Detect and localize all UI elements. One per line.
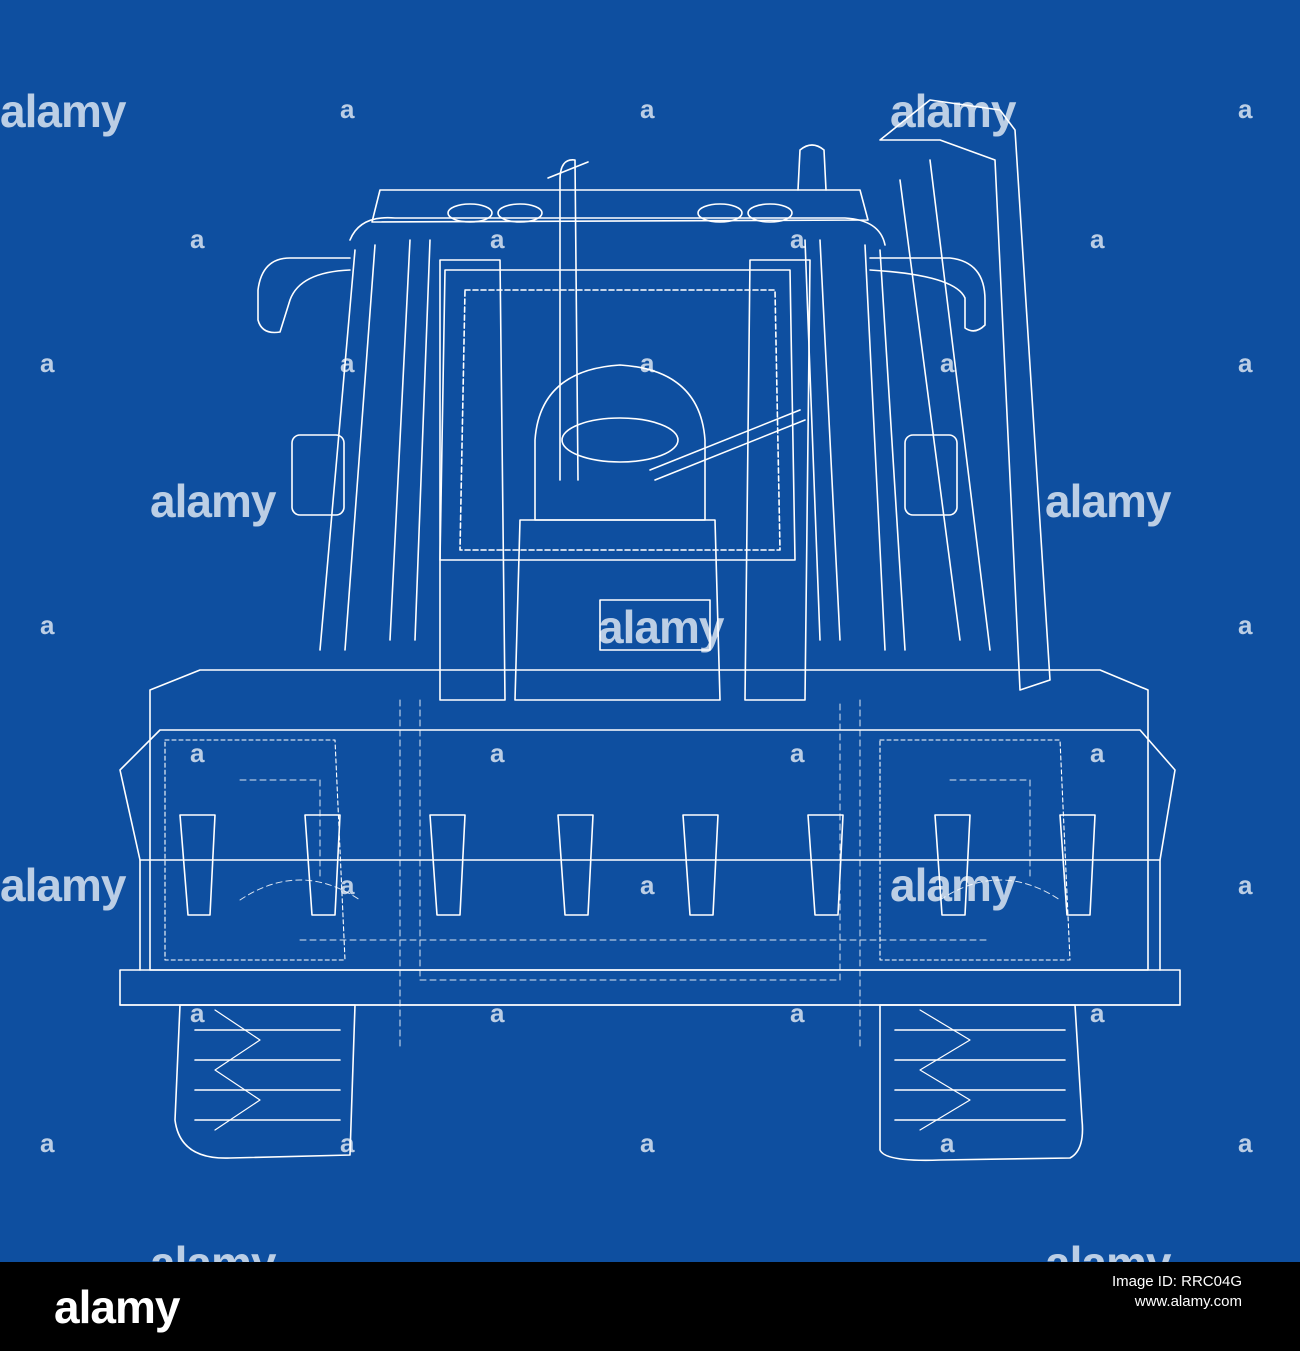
watermark-mark: a bbox=[940, 1128, 955, 1158]
watermark-mark: a bbox=[790, 738, 805, 768]
right-mirror bbox=[869, 257, 986, 332]
watermark-mark: a bbox=[640, 348, 655, 378]
left-mirror bbox=[257, 257, 351, 334]
watermark-mark: a bbox=[40, 610, 55, 640]
windshield bbox=[439, 269, 796, 561]
watermark-mark: a bbox=[340, 1128, 355, 1158]
cab-roof-rail bbox=[349, 216, 886, 246]
watermark-mark: a bbox=[1238, 94, 1253, 124]
watermark-mark: a bbox=[1238, 348, 1253, 378]
watermark-text: alamy bbox=[0, 85, 126, 137]
watermark-mark: a bbox=[40, 1128, 55, 1158]
watermark-mark: a bbox=[340, 870, 355, 900]
watermark-mark: a bbox=[340, 94, 355, 124]
bucket bbox=[149, 669, 1149, 971]
watermark-mark: a bbox=[640, 870, 655, 900]
right-light bbox=[904, 434, 958, 516]
right-wheel bbox=[879, 1004, 1084, 1162]
bucket-edge bbox=[119, 969, 1181, 1006]
watermark-mark: a bbox=[1090, 738, 1105, 768]
watermark-text: alamy bbox=[890, 859, 1016, 911]
watermark-mark: a bbox=[640, 94, 655, 124]
left-loader-arm bbox=[439, 259, 506, 701]
watermark-text: alamy bbox=[598, 601, 724, 653]
watermark-mark: a bbox=[940, 348, 955, 378]
seat bbox=[534, 364, 706, 521]
left-wheel bbox=[174, 1004, 356, 1159]
watermark-mark: a bbox=[1090, 998, 1105, 1028]
watermark-mark: a bbox=[1238, 610, 1253, 640]
watermark-mark: a bbox=[490, 224, 505, 254]
watermark-text: alamy bbox=[150, 475, 276, 527]
watermark-mark: a bbox=[790, 224, 805, 254]
left-light bbox=[291, 434, 345, 516]
watermark-mark: a bbox=[490, 738, 505, 768]
steering-wheel bbox=[561, 417, 679, 463]
backhoe-loader-wireframe: alamy a a alamy a a a a a a a a a a alam… bbox=[0, 85, 1253, 1286]
watermark-mark: a bbox=[490, 998, 505, 1028]
site-url: www.alamy.com bbox=[1134, 1293, 1242, 1311]
watermark-text: alamy bbox=[0, 859, 126, 911]
right-loader-arm bbox=[744, 259, 811, 701]
watermark-mark: a bbox=[40, 348, 55, 378]
cab-roof bbox=[371, 189, 869, 223]
backhoe-arm bbox=[879, 99, 1051, 691]
watermark-text: alamy bbox=[890, 85, 1016, 137]
watermark-mark: a bbox=[640, 1128, 655, 1158]
watermark-mark: a bbox=[190, 998, 205, 1028]
watermark-text: alamy bbox=[1045, 475, 1171, 527]
watermark-mark: a bbox=[190, 224, 205, 254]
watermark-mark: a bbox=[1090, 224, 1105, 254]
watermark-mark: a bbox=[340, 348, 355, 378]
watermark-mark: a bbox=[190, 738, 205, 768]
watermark-mark: a bbox=[1238, 870, 1253, 900]
footer-image-id: Image ID: RRC04G www.alamy.com bbox=[1112, 1272, 1242, 1313]
image-id-label: Image ID: RRC04G bbox=[1111, 1273, 1242, 1290]
watermark-mark: a bbox=[1238, 1128, 1253, 1158]
wireframe-drawing bbox=[119, 99, 1181, 1162]
watermark-mark: a bbox=[790, 998, 805, 1028]
footer-bar: alamy bbox=[0, 1262, 1300, 1351]
footer-logo: alamy bbox=[54, 1281, 180, 1333]
